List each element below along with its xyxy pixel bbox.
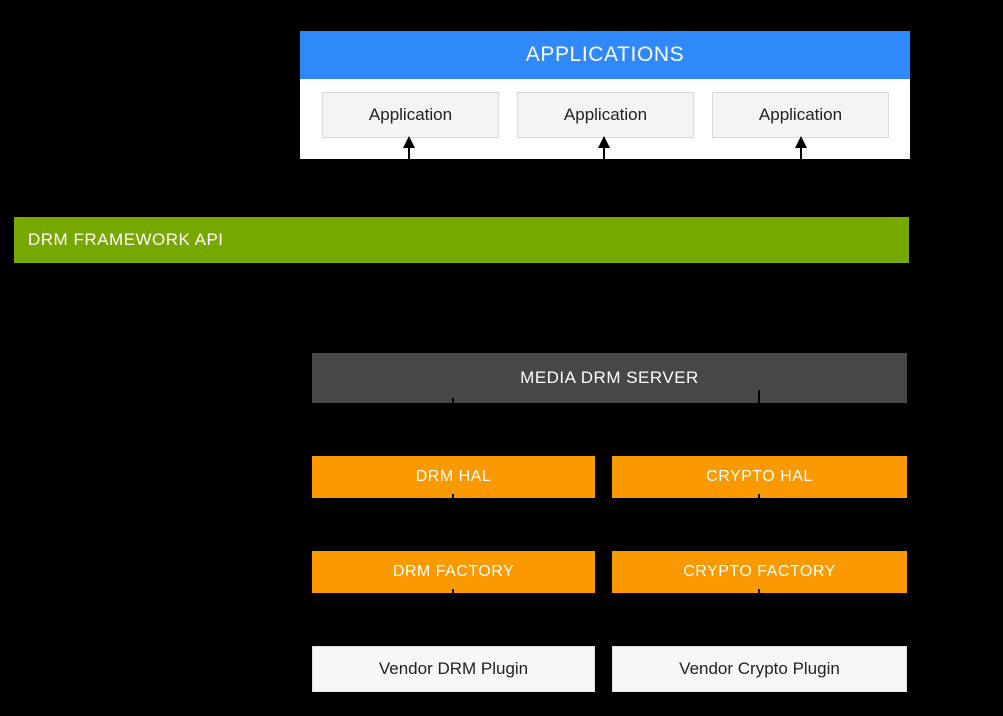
- connector-app2-down-line: [603, 159, 605, 215]
- connector-crypto-factory-to-crypto-plugin: [758, 589, 760, 597]
- drm-framework-api-band[interactable]: DRM FRAMEWORK API: [14, 217, 909, 263]
- application-box-3[interactable]: Application: [712, 92, 889, 138]
- crypto-hal-box[interactable]: CRYPTO HAL: [612, 456, 907, 498]
- connector-server-to-drm-hal: [452, 398, 454, 406]
- applications-header: APPLICATIONS: [300, 31, 910, 79]
- connector-app2-up-arrow: [598, 136, 610, 148]
- drm-factory-box[interactable]: DRM FACTORY: [312, 551, 595, 593]
- drm-framework-api-label: DRM FRAMEWORK API: [28, 230, 224, 249]
- connector-app1-up-line: [408, 146, 410, 159]
- vendor-crypto-plugin-box[interactable]: Vendor Crypto Plugin: [612, 646, 907, 692]
- connector-app1-down-line: [377, 159, 379, 215]
- connector-app3-down-line: [836, 159, 838, 215]
- drm-hal-box[interactable]: DRM HAL: [312, 456, 595, 498]
- crypto-factory-box[interactable]: CRYPTO FACTORY: [612, 551, 907, 593]
- application-box-2[interactable]: Application: [517, 92, 694, 138]
- connector-drm-hal-to-drm-factory: [452, 494, 454, 502]
- connector-drm-factory-to-drm-plugin: [452, 589, 454, 597]
- connector-app1-up-arrow: [403, 136, 415, 148]
- connector-app3-up-line: [800, 146, 802, 159]
- media-drm-server-box[interactable]: MEDIA DRM SERVER: [312, 353, 907, 403]
- connector-server-to-crypto-hal: [758, 390, 760, 408]
- connector-app3-up-arrow: [795, 136, 807, 148]
- connector-app2-up-line: [603, 146, 605, 159]
- application-box-1[interactable]: Application: [322, 92, 499, 138]
- connector-crypto-hal-to-crypto-factory: [758, 494, 760, 502]
- vendor-drm-plugin-box[interactable]: Vendor DRM Plugin: [312, 646, 595, 692]
